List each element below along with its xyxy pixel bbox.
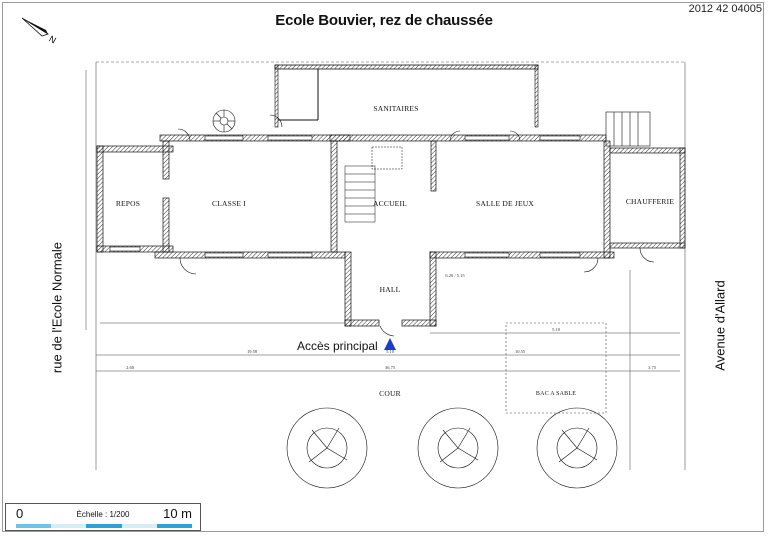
room-label-salle: SALLE DE JEUX bbox=[476, 199, 534, 208]
room-label-sanitaires: SANITAIRES bbox=[373, 104, 418, 113]
main-access-label: Accès principal bbox=[297, 339, 378, 353]
svg-text:N: N bbox=[47, 34, 58, 46]
dimension-label: 36.75 bbox=[385, 365, 396, 370]
sand-pit bbox=[505, 322, 607, 414]
dimension-lines bbox=[85, 70, 680, 470]
site-boundary bbox=[95, 61, 686, 470]
external-stair bbox=[605, 111, 651, 147]
scale-segment bbox=[156, 524, 193, 528]
room-label-repos: REPOS bbox=[116, 199, 140, 208]
north-arrow-icon: N bbox=[21, 17, 58, 46]
room-label-chaufferie: CHAUFFERIE bbox=[626, 197, 674, 206]
interior-stair bbox=[344, 146, 403, 223]
dimension-label: 19.58 bbox=[247, 349, 258, 354]
room-label-classe: CLASSE I bbox=[212, 199, 246, 208]
door-arcs bbox=[177, 114, 655, 337]
street-label-left: rue de l'Ecole Normale bbox=[49, 241, 65, 374]
sanitaires-block bbox=[274, 64, 539, 128]
dimension-label: 5.10 bbox=[552, 327, 561, 332]
scale-segment bbox=[16, 524, 52, 528]
room-label-hall: HALL bbox=[380, 285, 401, 294]
scale-label: Échelle : 1/200 bbox=[76, 510, 130, 519]
scale-segments bbox=[16, 524, 193, 528]
page-title: Ecole Bouvier, rez de chaussée bbox=[275, 12, 493, 29]
street-label-right: Avenue d'Allard bbox=[712, 280, 728, 371]
main-access-marker bbox=[384, 338, 396, 350]
scale-end: 10 m bbox=[163, 506, 192, 521]
scale-start: 0 bbox=[16, 506, 24, 521]
dimension-label: 10.55 bbox=[515, 349, 526, 354]
tree-icons bbox=[286, 407, 618, 489]
reference-number: 2012 42 04005 bbox=[688, 3, 762, 15]
scale-segment bbox=[51, 524, 87, 528]
dimension-label: 6.20 / 5.15 bbox=[445, 273, 465, 278]
room-label-accueil: ACCUEIL bbox=[373, 199, 407, 208]
scale-segment bbox=[121, 524, 157, 528]
area-label-cour: COUR bbox=[379, 389, 401, 398]
spiral-stair-icon bbox=[212, 109, 236, 133]
windows bbox=[109, 135, 581, 258]
building-walls bbox=[96, 134, 686, 327]
scale-segment bbox=[86, 524, 122, 528]
area-label-bac-a-sable: BAC A SABLE bbox=[536, 391, 576, 397]
scale-bar: 0 Échelle : 1/200 10 m bbox=[5, 503, 201, 531]
dimension-label: 2.60 bbox=[126, 365, 135, 370]
dimension-label: 3.75 bbox=[648, 365, 657, 370]
dimension-label: 5.10 bbox=[386, 349, 395, 354]
